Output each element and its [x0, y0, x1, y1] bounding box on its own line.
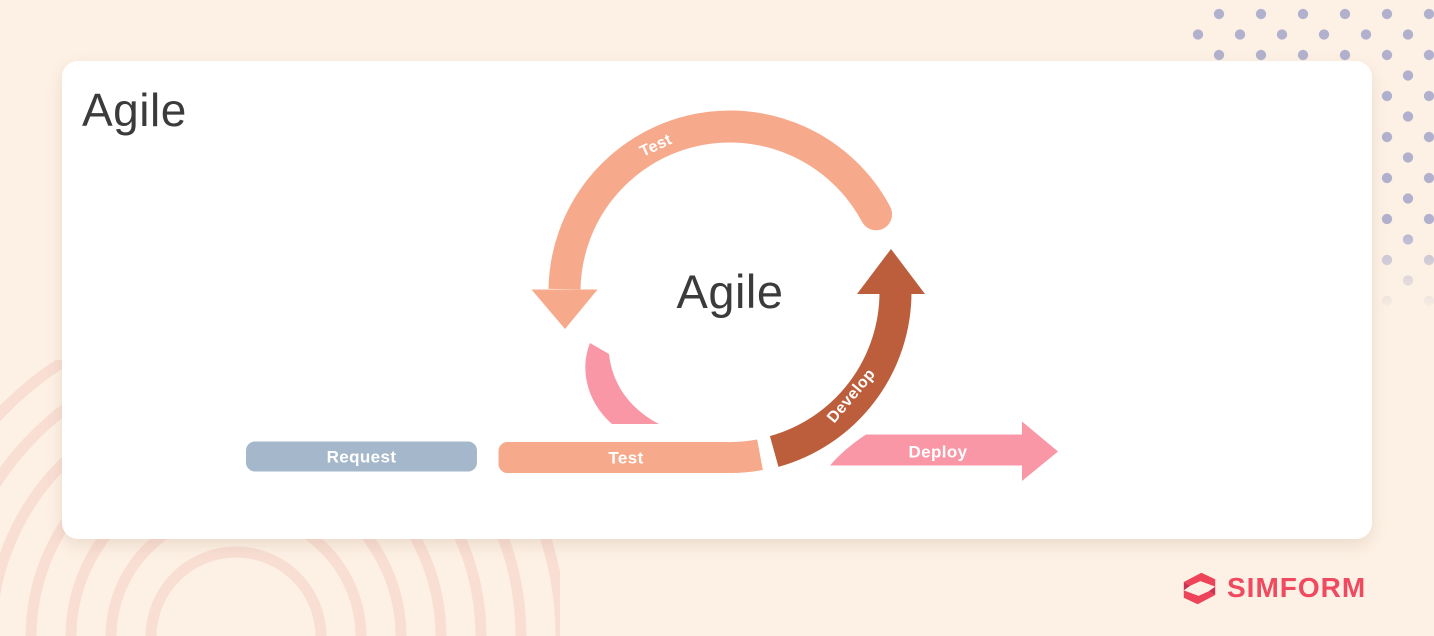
test-cycle-arc-round-end: [860, 198, 893, 231]
pink-cycle-segment: [585, 343, 659, 424]
test-step-bar: [498, 442, 737, 473]
develop-arrowhead-up-icon: [857, 249, 925, 294]
deploy-step-label: Deploy: [908, 443, 967, 462]
simform-logo: SIMFORM: [1181, 566, 1366, 610]
test-cycle-arrowhead-down-icon: [531, 289, 598, 329]
test-cycle-arc: [548, 110, 891, 290]
page-title: Agile: [82, 84, 187, 136]
deploy-step-arrow: [830, 421, 1058, 481]
cycle-center-label: Agile: [676, 265, 783, 318]
ring-circle: [145, 546, 327, 636]
test-step-label: Test: [608, 449, 643, 468]
request-step-label: Request: [327, 448, 397, 467]
request-step-bar: [246, 441, 477, 472]
logo-ribbon-bottom: [1183, 589, 1216, 604]
logo-ribbon-top: [1183, 572, 1216, 587]
test-step-bar-curve: [729, 439, 763, 473]
simform-logo-icon: [1183, 572, 1216, 604]
logo-ribbon-fold-left: [1183, 581, 1191, 590]
logo-ribbon-fold-right: [1208, 586, 1216, 595]
simform-logo-text: SIMFORM: [1227, 572, 1367, 603]
develop-cycle-arc: [769, 291, 912, 467]
